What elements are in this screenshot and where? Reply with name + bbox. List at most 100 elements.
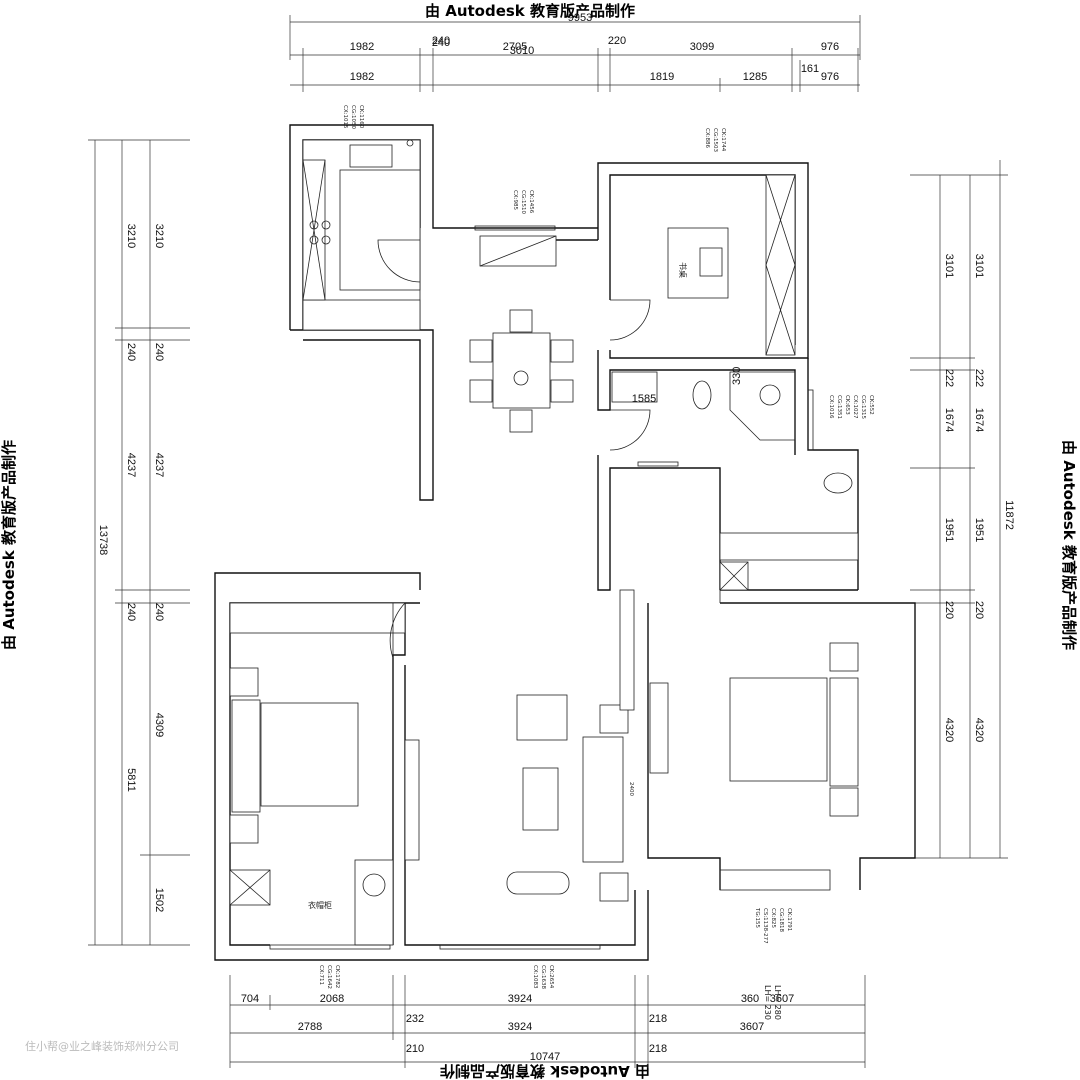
dim-left-3: 4237: [125, 453, 137, 477]
windows: [269, 225, 831, 950]
dim-bottom3-1: 210: [406, 1043, 424, 1055]
dim-right-5: 220: [943, 601, 955, 619]
dim-top-4: 220: [608, 35, 626, 47]
dim-left-3b: 4237: [153, 453, 165, 477]
dim-left-1: 3210: [125, 224, 137, 248]
bath-window-label-2: CG:1315: [860, 395, 866, 419]
dim-right-4b: 1951: [973, 518, 985, 542]
toilet-icon: [692, 380, 712, 410]
dim-top2-6: 976: [821, 71, 839, 83]
dim-bottom-3: 3924: [508, 993, 532, 1005]
bottom-dimensions: [229, 975, 866, 1068]
kitchen-window-label-2: CG:1050: [350, 105, 356, 129]
bath-window-label-4: CK:653: [844, 395, 850, 415]
dim-left-4: 240: [125, 603, 137, 621]
ottoman: [516, 694, 568, 741]
left-dimensions: [88, 139, 190, 946]
dim-top-3b: 3010: [510, 45, 534, 57]
corridor-wardrobe: [719, 532, 859, 603]
dim-bottom-4b: 360: [741, 993, 759, 1005]
bed2-window-label-4: CS:1138-277: [762, 908, 768, 944]
dim-top2-4: 1285: [743, 71, 767, 83]
plant-icon: [513, 370, 529, 386]
study-window-label-1: CK:1744: [720, 128, 726, 152]
wardrobe-1: [229, 602, 406, 634]
watermark-right: 由 Autodesk 教育版产品制作: [1060, 440, 1078, 650]
bath-window-label-6: CX:1016: [828, 395, 834, 419]
bathroom: [609, 371, 853, 494]
dim-right-total: 11872: [1003, 500, 1015, 530]
dim-right-3b: 1674: [973, 408, 985, 432]
living-room: [404, 589, 635, 902]
sofa: [582, 736, 624, 863]
bed1-window-label-1: CK:1782: [334, 965, 340, 988]
study: [609, 174, 796, 356]
bed1-window-label-2: CG:1642: [326, 965, 332, 989]
dim-top-5: 3099: [690, 41, 714, 53]
dim-bottom2-3: 3924: [508, 1021, 532, 1033]
dim-left-5: 5811: [125, 768, 137, 792]
tv-cabinet-2: [649, 682, 669, 774]
desk-label: 书桌: [678, 262, 688, 278]
kitchen: [302, 139, 421, 331]
dim-top2-1: 1982: [350, 71, 374, 83]
toilet-2-icon: [823, 472, 853, 494]
dim-right-6: 4320: [943, 718, 955, 742]
dim-bottom2-2: 232: [406, 1013, 424, 1025]
chair: [699, 247, 723, 277]
watermark-bottom: 由 Autodesk 教育版产品制作: [440, 1062, 650, 1080]
annotation-lh2: LH= 230: [763, 985, 772, 1020]
bedroom-2: [649, 642, 859, 817]
bedroom-1: [229, 602, 406, 946]
dining-area: [469, 235, 574, 433]
dim-bottom-1: 704: [241, 993, 259, 1005]
bed2-window-label-3: CX:825: [770, 908, 776, 928]
dim-bottom3-3: 218: [649, 1043, 667, 1055]
kitchen-window-label-3: CX:1015: [342, 105, 348, 129]
kitchen-window-label: CK:1160: [358, 105, 364, 129]
dim-bottom2-1: 2788: [298, 1021, 322, 1033]
bed2-window-label-5: TG:155: [754, 907, 760, 928]
dim-bottom2-4: 218: [649, 1013, 667, 1025]
wardrobe: [765, 174, 796, 356]
dim-top2-2: 240: [432, 37, 450, 49]
dim-right-6b: 4320: [973, 718, 985, 742]
dim-right-2: 222: [943, 369, 955, 387]
bed-2: [729, 677, 828, 782]
dim-right-1b: 3101: [973, 254, 985, 278]
dim-top-total: 9953: [568, 12, 592, 24]
tv-cabinet: [404, 739, 420, 861]
dining-window-label-2: CG:1510: [520, 190, 526, 214]
dim-bottom2-5: 3607: [740, 1021, 764, 1033]
study-window-label-3: CX:886: [704, 128, 710, 148]
bed2-window-label-2: CG:1818: [778, 908, 784, 932]
bath-window-label-1: CK:552: [868, 395, 874, 415]
dim-top-1: 1982: [350, 41, 374, 53]
top-dimensions: [289, 15, 861, 92]
right-dimensions: [910, 160, 1008, 859]
dim-top-2: 240: [432, 35, 450, 47]
bed2-window-label-1: CK:1791: [786, 908, 792, 931]
dim-bottom3-2: 10747: [530, 1051, 561, 1063]
dim-right-3: 1674: [943, 408, 955, 432]
closet-label: 衣帽柜: [308, 900, 332, 910]
dining-table: [492, 332, 551, 409]
annotation-2400: 2400: [628, 782, 634, 796]
dim-right-5b: 220: [973, 601, 985, 619]
bed-1: [260, 702, 359, 807]
study-window-label-2: CG:1503: [712, 128, 718, 152]
dim-left-2b: 240: [153, 343, 165, 361]
coffee-table: [522, 767, 559, 831]
dim-left-5b: 4309: [153, 713, 165, 737]
bath-window-label-3: CX:1027: [852, 395, 858, 419]
living-window-label-3: CX:1083: [532, 965, 538, 989]
dim-top2-5: 161: [801, 63, 819, 75]
dim-right-4: 1951: [943, 518, 955, 542]
dim-bottom-4: 3607: [770, 993, 794, 1005]
dim-left-1b: 3210: [153, 224, 165, 248]
bath-window-label-5: CG:1351: [836, 395, 842, 419]
credit: 住小帮@业之峰装饰郑州分公司: [25, 1039, 179, 1053]
watermark-left: 由 Autodesk 教育版产品制作: [0, 440, 18, 650]
shower-area: [729, 371, 796, 441]
